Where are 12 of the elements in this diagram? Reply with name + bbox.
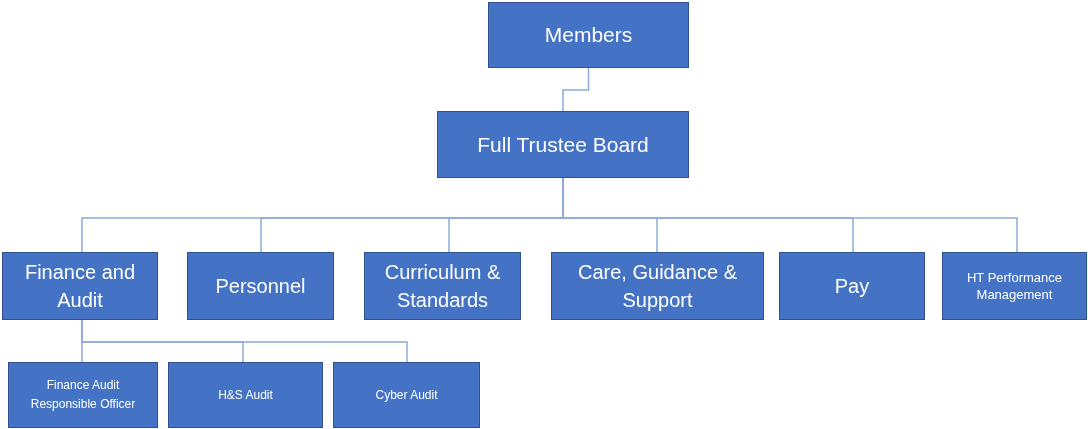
- org-box: Finance Audit Responsible Officer: [8, 362, 158, 428]
- org-box: Finance and Audit: [2, 252, 158, 320]
- org-box: Care, Guidance & Support: [551, 252, 764, 320]
- connector-line: [562, 67, 590, 112]
- org-box: Full Trustee Board: [437, 111, 689, 178]
- org-box: H&S Audit: [168, 362, 323, 428]
- org-box: HT Performance Management: [942, 252, 1087, 320]
- org-box: Personnel: [187, 252, 334, 320]
- org-box: Cyber Audit: [333, 362, 480, 428]
- org-box: Members: [488, 2, 689, 68]
- org-box: Pay: [779, 252, 925, 320]
- org-box: Curriculum & Standards: [364, 252, 521, 320]
